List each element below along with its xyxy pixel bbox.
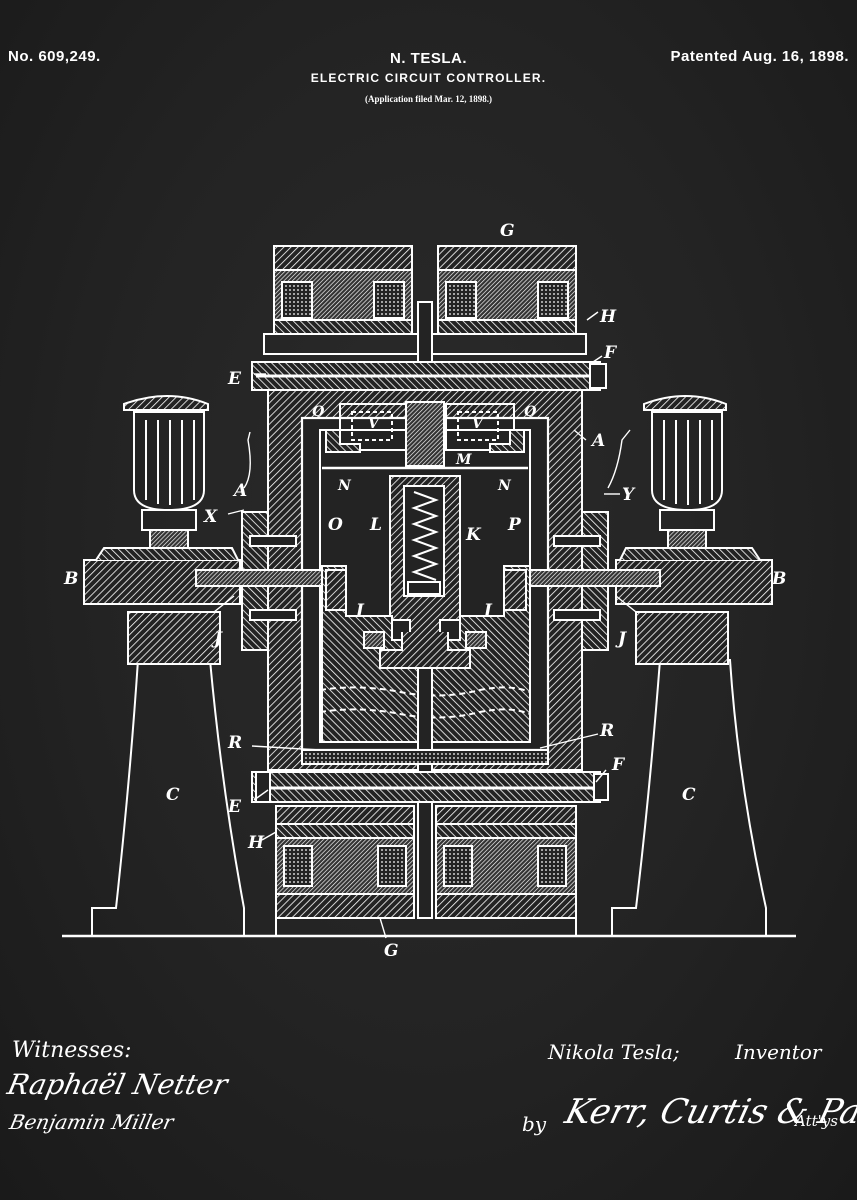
label-h-bottom: H [247, 833, 265, 853]
label-f-top: F [603, 343, 618, 363]
label-x: X [203, 507, 218, 527]
label-n-right: N [497, 478, 512, 494]
label-g-top: G [500, 221, 515, 241]
label-a-right: A [590, 431, 605, 451]
witness-signature-1: Raphaël Netter [4, 1068, 231, 1101]
attorneys-suffix: Att'ys [795, 1112, 838, 1130]
label-m: M [455, 452, 472, 468]
inventor-role: Inventor [735, 1040, 822, 1064]
label-b-left: B [63, 569, 78, 589]
patented-date: Patented Aug. 16, 1898. [670, 48, 849, 65]
label-y: Y [622, 485, 636, 505]
label-q-right: Q [524, 404, 536, 420]
patent-number: No. 609,249. [8, 48, 101, 65]
label-a-left: A [232, 481, 247, 501]
witnesses-label: Witnesses: [12, 1038, 132, 1063]
inventor-header: N. TESLA. [389, 50, 467, 67]
label-j-right: J [615, 629, 627, 649]
label-v-left: V [368, 416, 381, 432]
label-r-right: R [599, 721, 614, 741]
label-p: P [507, 515, 522, 535]
patent-title: ELECTRIC CIRCUIT CONTROLLER. [310, 71, 547, 85]
label-v-right: V [472, 416, 485, 432]
inventor-signature: Nikola Tesla; [548, 1040, 680, 1064]
label-h-top: H [599, 307, 617, 327]
label-n-left: N [337, 478, 352, 494]
label-e-top: E [227, 369, 242, 389]
label-e-bottom: E [227, 797, 242, 817]
application-date: (Application filed Mar. 12, 1898.) [365, 94, 492, 104]
label-i-left: I [355, 601, 365, 621]
label-f-bottom: F [611, 755, 626, 775]
label-j-left: J [211, 629, 223, 649]
label-b-right: B [771, 569, 786, 589]
label-i-right: I [483, 601, 493, 621]
label-c-right: C [682, 785, 696, 805]
label-l: L [369, 515, 382, 535]
attorneys-by: by [522, 1112, 547, 1136]
label-k: K [465, 525, 482, 545]
label-o: O [328, 515, 343, 535]
label-r-left: R [227, 733, 242, 753]
label-c-left: C [166, 785, 180, 805]
label-g-bottom: G [384, 941, 399, 961]
label-q-left: Q [312, 404, 324, 420]
witness-signature-2: Benjamin Miller [7, 1110, 176, 1134]
